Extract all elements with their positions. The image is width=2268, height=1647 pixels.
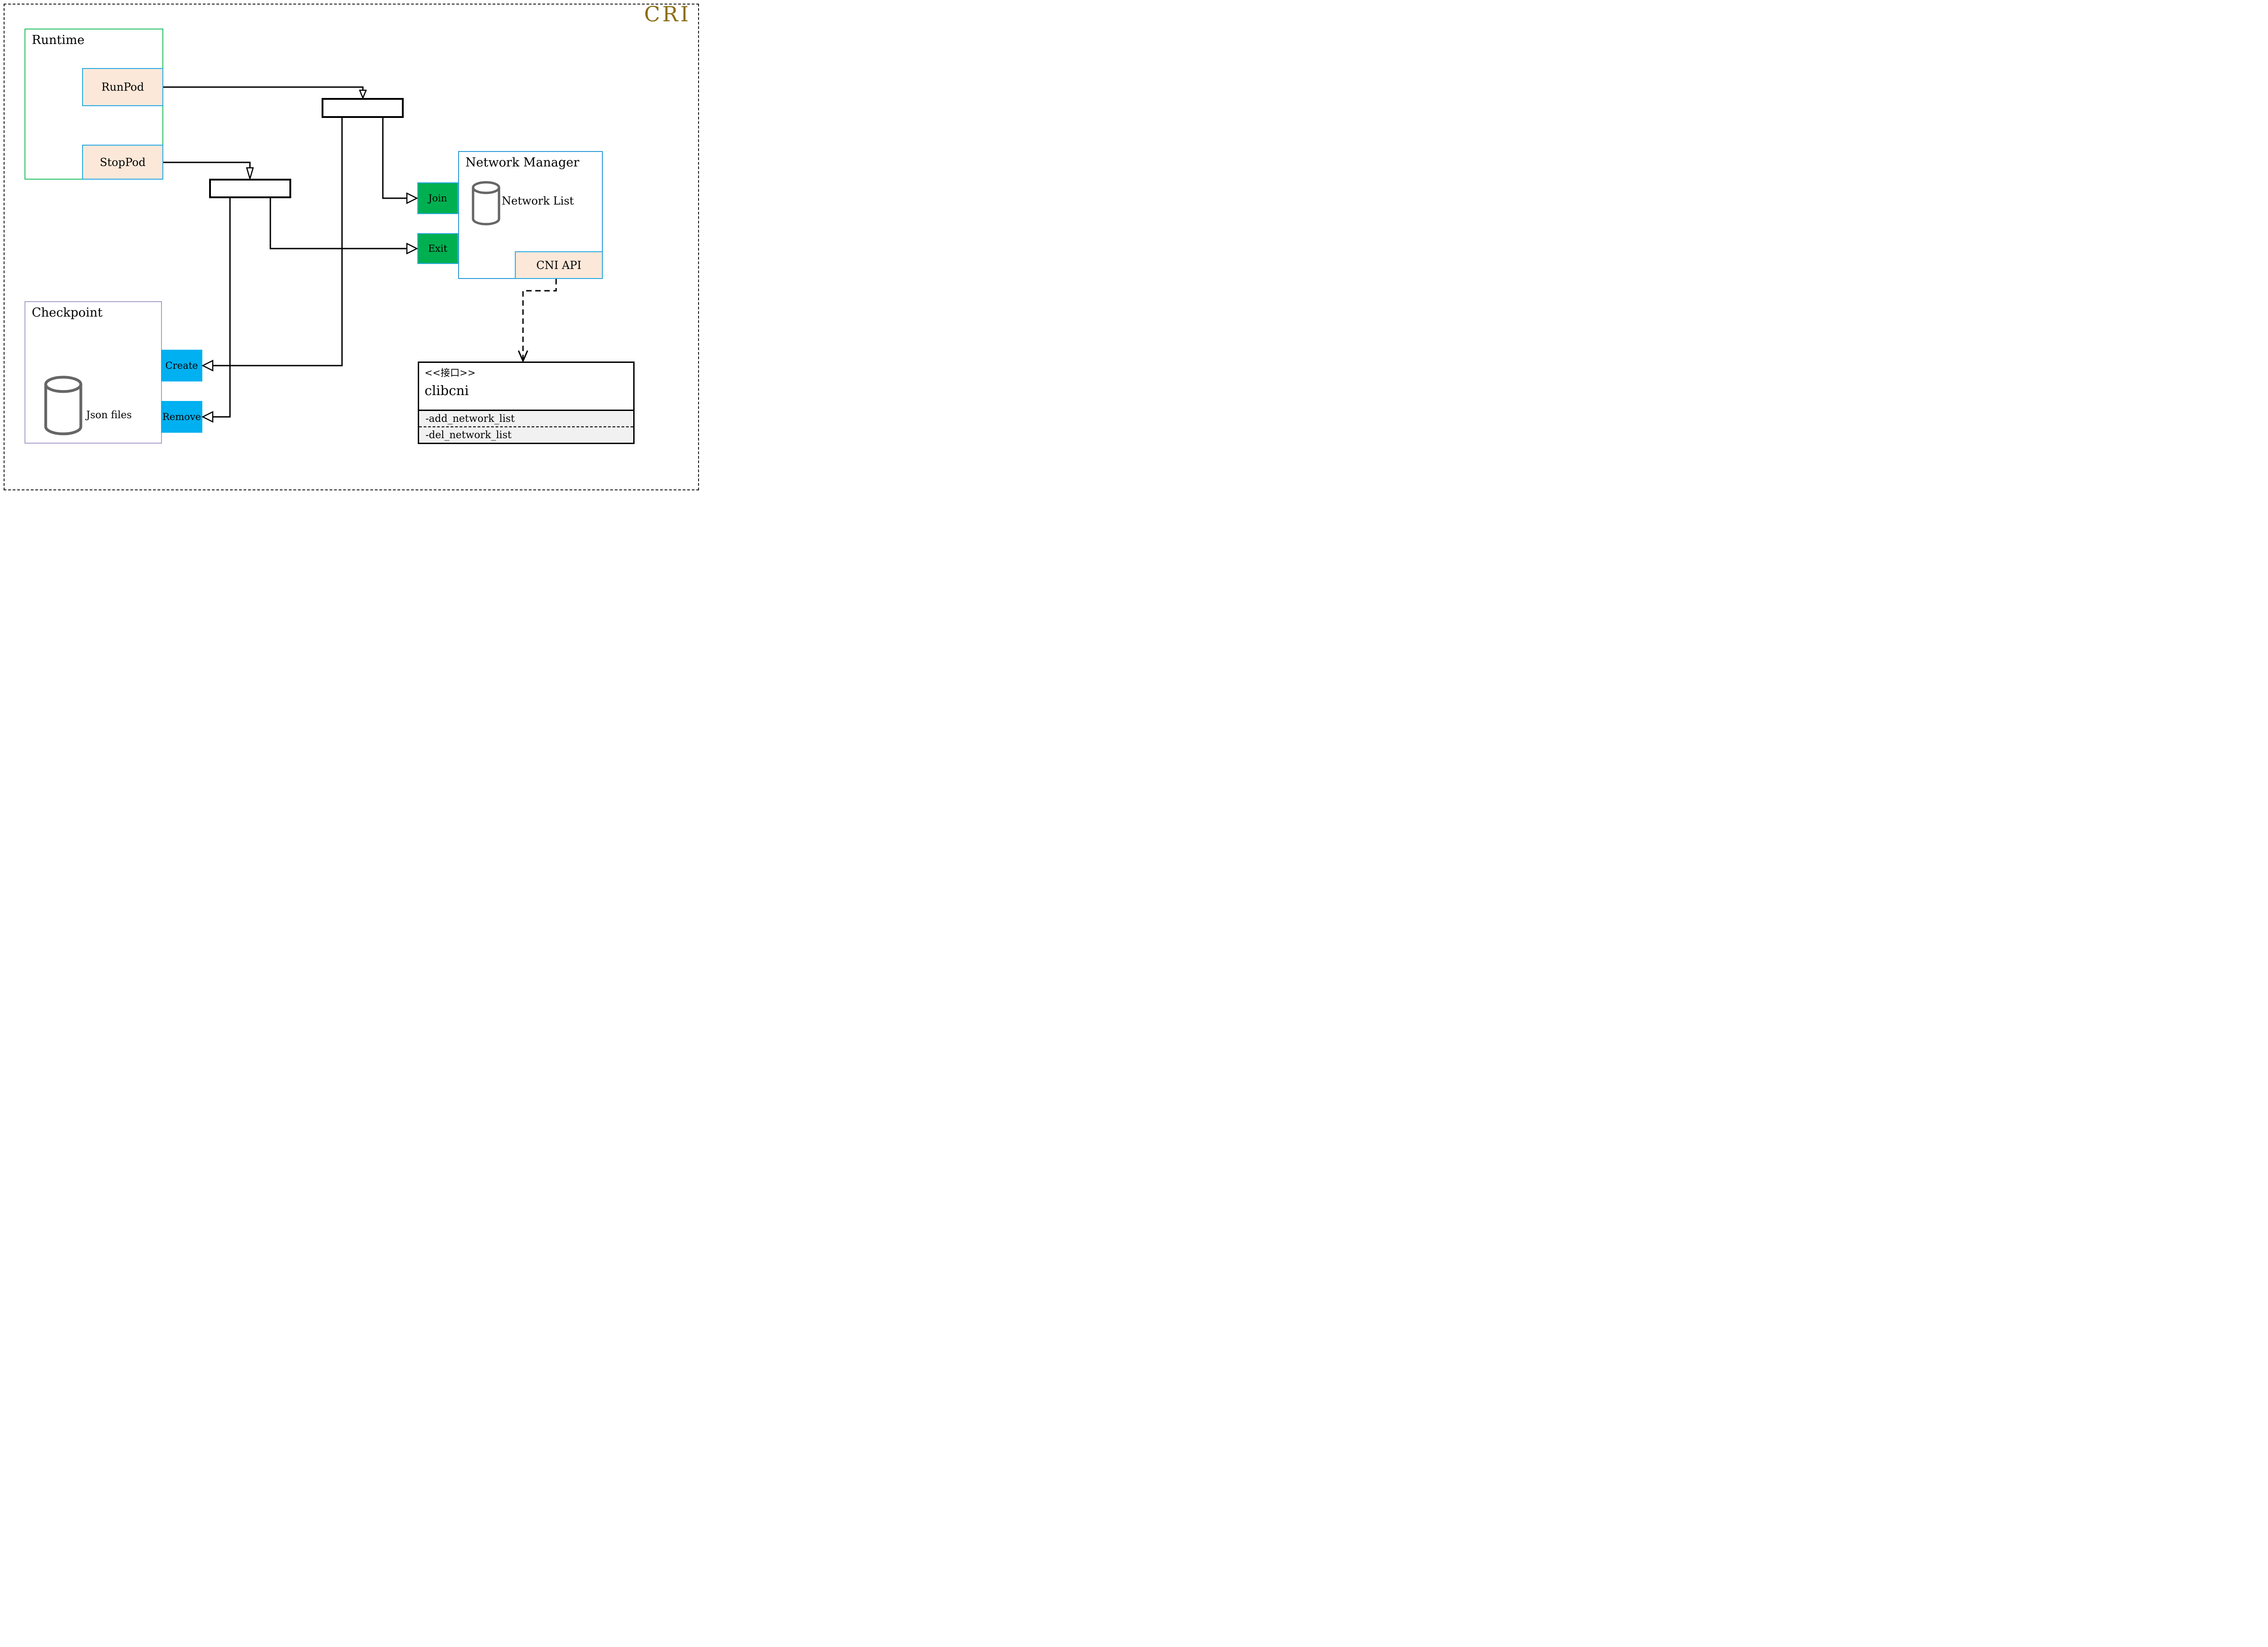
network-list-database-icon bbox=[472, 181, 500, 225]
open-arrowhead-left bbox=[201, 411, 214, 423]
remove-node: Remove bbox=[161, 401, 202, 433]
json-files-database-icon bbox=[44, 376, 83, 435]
checkpoint-title: Checkpoint bbox=[32, 306, 103, 320]
connector-merge-bar-2-to-remove bbox=[201, 198, 231, 423]
dashed-connector-cni-api-to-clibcni bbox=[518, 279, 557, 363]
diagram-title: CRI bbox=[644, 2, 691, 26]
connector-stoppod-to-merge-bar-2 bbox=[163, 161, 254, 181]
interface-name: clibcni bbox=[425, 383, 469, 398]
exit-label: Exit bbox=[428, 243, 448, 254]
join-label: Join bbox=[428, 193, 447, 204]
runtime-title: Runtime bbox=[32, 33, 85, 47]
cni-api-node: CNI API bbox=[515, 251, 603, 279]
network-list-label: Network List bbox=[502, 195, 574, 207]
open-arrowhead-down bbox=[246, 167, 254, 181]
remove-label: Remove bbox=[162, 411, 201, 422]
create-node: Create bbox=[161, 350, 202, 381]
cni-api-label: CNI API bbox=[536, 259, 582, 272]
json-files-label: Json files bbox=[86, 410, 132, 421]
open-v-arrowhead-down bbox=[518, 350, 528, 363]
open-arrowhead-left bbox=[201, 359, 214, 372]
exit-node: Exit bbox=[417, 233, 458, 264]
merge-bar-2 bbox=[209, 179, 291, 198]
connector-merge-bar-2-to-exit bbox=[269, 198, 418, 255]
runpod-node: RunPod bbox=[82, 68, 163, 106]
method-del-network-list: -del_network_list bbox=[425, 429, 512, 441]
connector-runpod-to-merge-bar-1 bbox=[163, 86, 367, 100]
clibcni-methods: -add_network_list -del_network_list bbox=[419, 411, 633, 443]
create-label: Create bbox=[165, 360, 198, 371]
open-arrowhead-right bbox=[406, 242, 418, 255]
stoppod-label: StopPod bbox=[100, 156, 146, 169]
interface-stereotype: <<接口>> bbox=[425, 367, 476, 378]
clibcni-interface-box: <<接口>> clibcni -add_network_list -del_ne… bbox=[418, 362, 635, 444]
stoppod-node: StopPod bbox=[82, 145, 163, 180]
method-add-network-list: -add_network_list bbox=[419, 411, 633, 427]
connector-merge-bar-1-to-join bbox=[382, 118, 418, 205]
merge-bar-1 bbox=[322, 98, 404, 118]
connector-merge-bar-1-to-create bbox=[201, 118, 343, 372]
diagram-canvas: CRI Runtime RunPod StopPod Network Manag… bbox=[0, 0, 703, 494]
runpod-label: RunPod bbox=[101, 81, 144, 93]
open-arrowhead-down bbox=[359, 89, 367, 100]
open-arrowhead-right bbox=[406, 192, 418, 205]
join-node: Join bbox=[417, 182, 458, 214]
clibcni-header: <<接口>> clibcni bbox=[419, 363, 633, 411]
network-manager-title: Network Manager bbox=[465, 156, 580, 170]
